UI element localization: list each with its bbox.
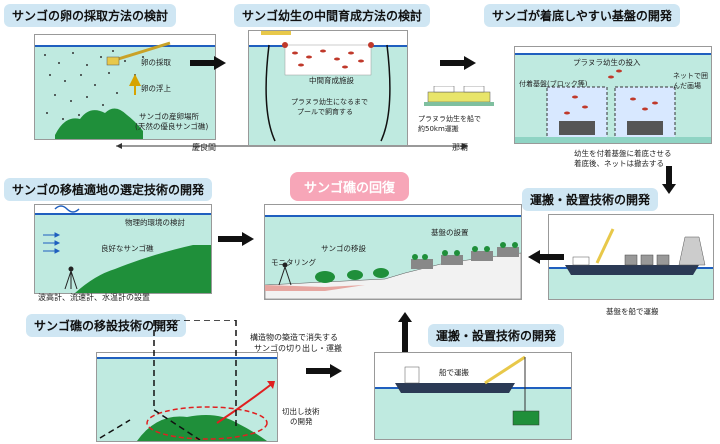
barge-cabin <box>572 256 590 266</box>
current-arrows <box>43 232 61 254</box>
site-selection-panel: 物理的環境の検討 良好なサンゴ礁 <box>34 204 212 294</box>
label-net-2: んだ画場 <box>673 82 701 90</box>
larval-rearing-panel: 中間育成施設 プラヌラ幼生になるまで プールで飼育する <box>248 30 408 146</box>
substrate-corals <box>412 242 518 260</box>
float-buoy-right <box>368 42 374 48</box>
title-transport-bottom: 運搬・設置技術の開発 <box>428 324 565 347</box>
flow-arrow-down <box>662 166 676 194</box>
floating-eggs <box>44 50 144 122</box>
cut-area <box>146 406 268 440</box>
monitoring-tripod <box>278 262 292 286</box>
installed-substrates <box>411 247 519 269</box>
label-monitoring: モニタリング <box>271 258 316 267</box>
center-title: サンゴ礁の回復 <box>290 172 410 201</box>
barge-hull <box>565 265 699 275</box>
transport-bottom-panel: 船で運搬 <box>374 352 572 440</box>
label-spawning-site: サンゴの産卵場所 <box>139 112 199 121</box>
label-egg-float: 卵の浮上 <box>141 84 171 93</box>
flow-arrow-5 <box>306 364 342 378</box>
label-substrate-note-1: 幼生を付着基盤に着底させる <box>574 149 672 158</box>
substrate-panel: プラヌラ幼生の投入 付着基盤(ブロック等) ネットで囲 んだ画場 <box>514 46 712 144</box>
rearing-net <box>265 44 391 142</box>
title-site-selection: サンゴの移植適地の選定技術の開発 <box>4 178 213 201</box>
title-larval-rearing: サンゴ幼生の中間育成方法の検討 <box>234 4 431 27</box>
label-transport-right-caption: 基盤を船で運搬 <box>606 307 659 316</box>
label-coral-relocation: サンゴの移設 <box>321 244 366 253</box>
seabed-sand <box>265 285 365 291</box>
center-scene <box>265 242 521 299</box>
collection-net <box>106 56 120 66</box>
label-release: プラヌラ幼生の投入 <box>573 58 641 67</box>
label-instruments: 波高計、流速計、水温計の設置 <box>38 293 150 302</box>
label-physical-env: 物理的環境の検討 <box>125 218 185 227</box>
substrate-block-left <box>559 121 595 135</box>
label-pool-2: プールで飼育する <box>297 108 353 116</box>
caisson-block <box>678 236 706 266</box>
instrument-tripod <box>64 266 78 290</box>
title-transport-right: 運搬・設置技術の開発 <box>522 188 659 211</box>
site-coral-reef <box>75 245 211 293</box>
label-keramajima: 慶良間 <box>192 143 216 152</box>
label-substrate-install: 基盤の設置 <box>431 228 469 237</box>
title-relocation: サンゴ礁の移設技術の開発 <box>26 314 187 337</box>
substrate-block-right <box>627 121 663 135</box>
float-buoy-left <box>282 42 288 48</box>
label-facility: 中間育成施設 <box>309 76 354 85</box>
relocation-scene <box>137 381 275 441</box>
title-egg-collection: サンゴの卵の採取方法の検討 <box>4 4 177 27</box>
flow-arrow-up <box>398 312 412 352</box>
transport-boat <box>424 86 494 106</box>
egg-scene <box>44 41 171 139</box>
released-larvae <box>564 69 658 115</box>
ship-crane <box>484 355 526 385</box>
label-spawning-site-sub: (天然の優良サンゴ礁) <box>135 122 209 131</box>
label-naha: 那覇 <box>452 143 468 152</box>
label-substrate-block: 付着基盤(ブロック等) <box>519 80 588 88</box>
label-boat-1: プラヌラ幼生を船で <box>418 115 481 123</box>
transport-right-panel <box>548 214 714 300</box>
rearing-facility <box>284 44 372 76</box>
flow-arrow-3 <box>218 232 254 246</box>
label-good-coral: 良好なサンゴ礁 <box>101 244 154 253</box>
flow-arrow-2 <box>440 56 476 70</box>
distance-line <box>116 143 468 149</box>
label-ship: 船で運搬 <box>439 368 469 377</box>
label-cut-tech-2: の開発 <box>290 417 313 426</box>
collection-pole <box>114 41 171 62</box>
coral-block <box>512 410 540 426</box>
label-pool-1: プラヌラ幼生になるまで <box>291 98 368 106</box>
wave-sine <box>54 205 80 213</box>
ship-cabin <box>404 366 420 384</box>
substrate-scene <box>515 69 711 143</box>
supply-pipe <box>261 31 291 35</box>
label-net-1: ネットで囲 <box>673 72 708 80</box>
site-scene <box>43 205 211 293</box>
transport-right-scene <box>565 228 706 275</box>
label-cut-1: 構造物の築造で消失する <box>250 333 338 342</box>
transport-bottom-scene <box>395 355 540 426</box>
relocated-corals <box>315 268 389 283</box>
coral-reef <box>55 108 143 139</box>
label-boat-2: 約50km運搬 <box>418 125 459 133</box>
label-substrate-note-2: 着底後、ネットは撤去する <box>574 159 664 168</box>
loaded-substrates <box>624 254 670 266</box>
center-panel: モニタリング サンゴの移設 基盤の設置 <box>264 204 522 300</box>
label-cut-tech-1: 切出し技術 <box>282 407 320 416</box>
larval-scene <box>261 31 391 142</box>
ship-hull <box>395 383 515 393</box>
relocation-coral <box>137 415 267 441</box>
label-cut-2: サンゴの切り出し・運搬 <box>254 344 342 353</box>
flow-arrow-4 <box>528 250 564 264</box>
lift-arrow <box>216 382 274 424</box>
larvae <box>292 49 364 69</box>
label-egg-collect: 卵の採取 <box>141 58 171 67</box>
relocation-panel <box>96 352 278 442</box>
flow-arrow-1 <box>190 56 226 70</box>
crane-arm <box>595 228 615 264</box>
title-substrate-dev: サンゴが着底しやすい基盤の開発 <box>484 4 680 27</box>
egg-collection-panel: 卵の採取 卵の浮上 サンゴの産卵場所 (天然の優良サンゴ礁) <box>34 34 216 140</box>
seabed <box>515 137 711 143</box>
structure-outline <box>99 320 237 440</box>
